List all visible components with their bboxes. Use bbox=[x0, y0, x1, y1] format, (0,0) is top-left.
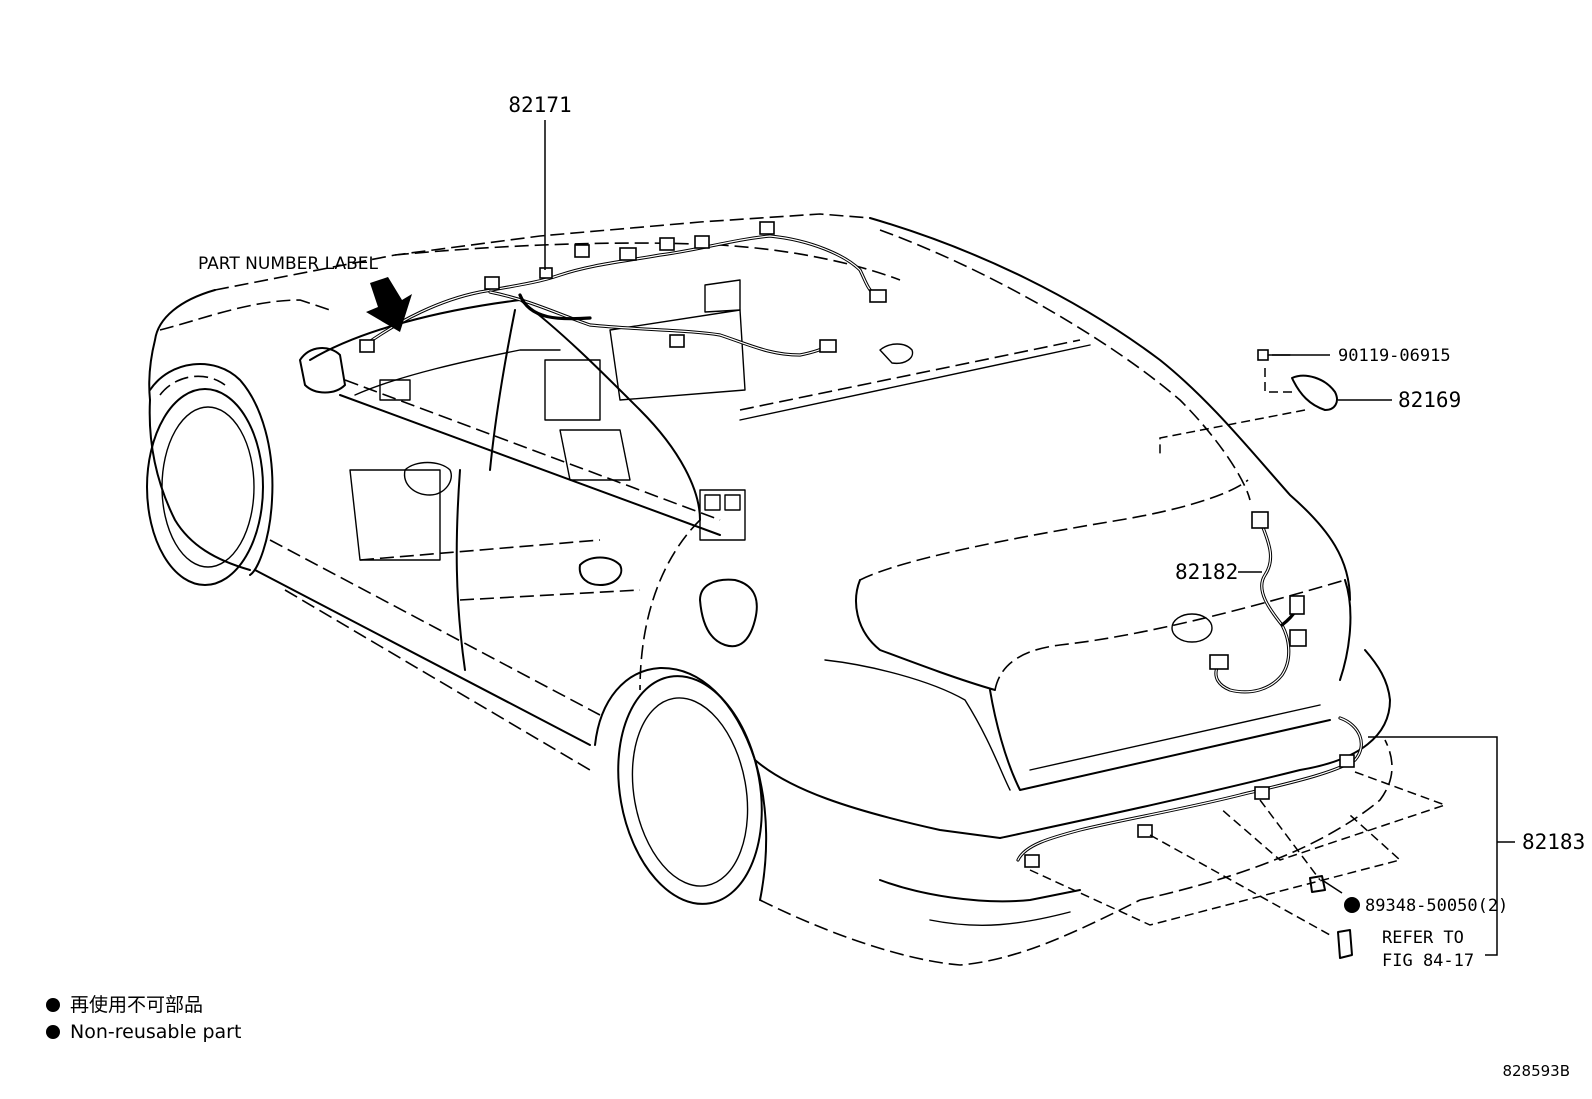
callout-bumper-harness: 82183 bbox=[1522, 830, 1585, 854]
callout-clamp-group: 89348-50050(2) bbox=[1344, 896, 1508, 916]
non-reusable-bullet-icon bbox=[1344, 897, 1360, 913]
figure-number: 828593B bbox=[1502, 1062, 1570, 1080]
leader-lines bbox=[544, 120, 1515, 956]
refer-to-line2: FIG 84-17 bbox=[1382, 951, 1474, 971]
legend-bullet-icon bbox=[46, 1025, 60, 1039]
legend-japanese: 再使用不可部品 bbox=[70, 994, 203, 1016]
callout-part-number-label: PART NUMBER LABEL bbox=[198, 254, 378, 274]
callout-screw: 90119-06915 bbox=[1338, 346, 1451, 366]
refer-to-line1: REFER TO bbox=[1382, 928, 1464, 948]
callout-clamp: 89348-50050(2) bbox=[1365, 896, 1508, 916]
roof-harness bbox=[359, 221, 887, 357]
legend-bullet-icon bbox=[46, 998, 60, 1012]
legend-english: Non-reusable part bbox=[70, 1021, 241, 1043]
refer-part bbox=[1337, 929, 1353, 959]
bumper-harness bbox=[1016, 716, 1363, 868]
bracket-part bbox=[1291, 374, 1338, 411]
trunk-harness bbox=[1209, 511, 1307, 694]
car-body bbox=[146, 213, 1393, 966]
callout-roof-harness: 82171 bbox=[508, 93, 571, 117]
part-number-label-arrow bbox=[366, 277, 412, 332]
clamp-part bbox=[1309, 875, 1326, 893]
legend: 再使用不可部品 Non-reusable part bbox=[46, 994, 241, 1043]
callout-trunk-harness: 82182 bbox=[1175, 560, 1238, 584]
callout-bracket: 82169 bbox=[1398, 388, 1461, 412]
assembly-dash-lines bbox=[1029, 368, 1448, 936]
